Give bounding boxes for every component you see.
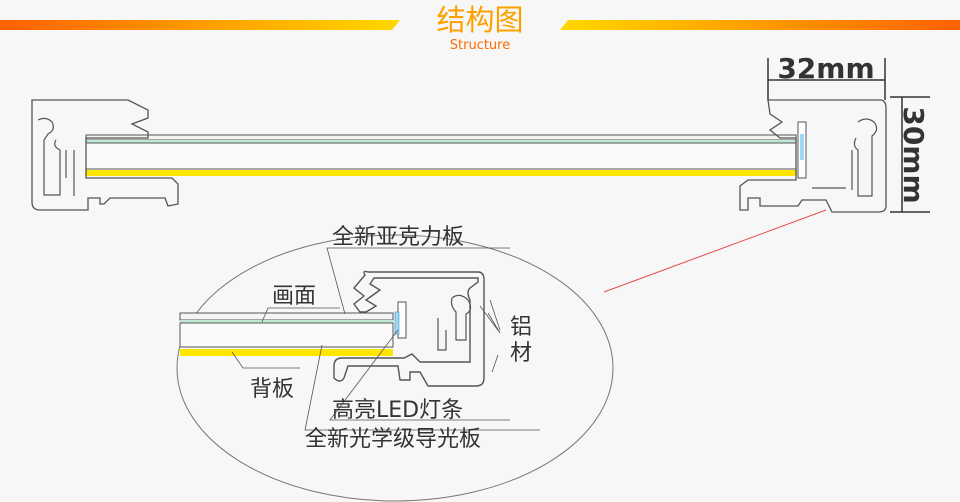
panel-layers-detail xyxy=(179,312,394,356)
aluminum-frame-right xyxy=(739,99,887,213)
label-aluminum-1: 铝 xyxy=(510,315,532,340)
header-bar-right xyxy=(560,20,960,30)
aluminum-frame-detail-inner xyxy=(437,294,472,351)
leader-lines xyxy=(231,247,540,431)
label-light-guide: 全新光学级导光板 xyxy=(305,427,481,452)
aluminum-frame-left-inner xyxy=(37,117,75,196)
aluminum-frame-right-inner xyxy=(812,118,878,197)
label-led: 高亮LED灯条 xyxy=(332,398,463,423)
dimension-width xyxy=(767,58,886,100)
dimension-height xyxy=(890,96,930,213)
dimension-height-label: 30mm xyxy=(897,106,930,203)
dimension-width-label: 32mm xyxy=(777,52,874,85)
label-picture: 画面 xyxy=(272,284,316,309)
label-aluminum-2: 材 xyxy=(510,341,532,366)
panel-layers-top xyxy=(85,134,797,176)
led-chip-detail xyxy=(394,311,400,335)
header-bar-left xyxy=(0,20,400,30)
magnify-ellipse xyxy=(176,234,614,502)
header-subtitle: Structure xyxy=(450,38,510,53)
label-backboard: 背板 xyxy=(250,377,294,402)
aluminum-frame-left xyxy=(31,99,179,211)
label-acrylic: 全新亚克力板 xyxy=(332,225,464,250)
magnify-pointer-line xyxy=(603,209,827,293)
led-chip-top xyxy=(800,134,804,160)
aluminum-frame-detail xyxy=(333,270,485,387)
header-title: 结构图 xyxy=(436,3,523,37)
